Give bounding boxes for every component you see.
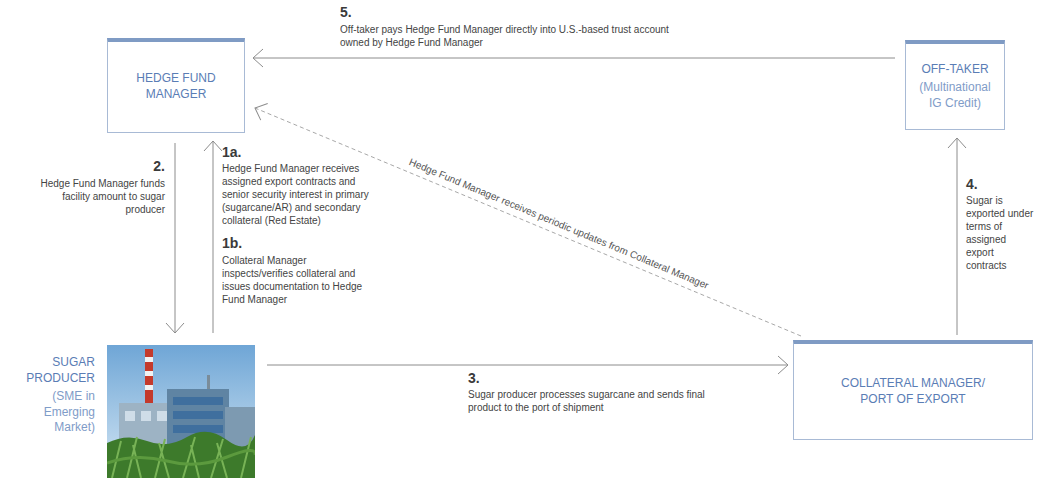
flow-arrow (175, 143, 176, 333)
factory-photo (107, 345, 255, 478)
entity-box: HEDGE FUND MANAGER (107, 38, 245, 133)
step-note: Collateral Manager inspects/verifies col… (222, 254, 372, 306)
step-number: 3. (468, 370, 480, 387)
node-subtitle: (SME in Emerging Market) (5, 389, 95, 436)
step-number: 1a. (222, 144, 241, 161)
node-title: COLLATERAL MANAGER/ PORT OF EXPORT (826, 376, 1001, 407)
node-title: SUGAR PRODUCER (5, 355, 95, 386)
node-title: HEDGE FUND MANAGER (114, 71, 238, 102)
dashed-arrow (255, 108, 801, 336)
flow-arrow (957, 138, 958, 335)
step-number: 2. (120, 158, 165, 175)
step-number: 4. (966, 176, 978, 193)
entity-box: COLLATERAL MANAGER/ PORT OF EXPORT (793, 340, 1033, 440)
step-note: Sugar is exported under terms of assigne… (966, 194, 1034, 272)
flow-arrow (253, 58, 895, 59)
node-subtitle: (Multinational IG Credit) (912, 80, 998, 111)
step-note: Sugar producer processes sugarcane and s… (468, 388, 733, 414)
entity-box: OFF-TAKER (Multinational IG Credit) (905, 40, 1005, 130)
step-note: Off-taker pays Hedge Fund Manager direct… (340, 23, 675, 49)
edge-label: Hedge Fund Manager receives periodic upd… (405, 156, 712, 293)
flow-arrow (213, 141, 214, 333)
step-note: Hedge Fund Manager funds facility amount… (40, 177, 165, 216)
step-note: Hedge Fund Manager receives assigned exp… (222, 162, 380, 227)
producer-node: SUGAR PRODUCER(SME in Emerging Market) (5, 345, 255, 478)
step-number: 1b. (222, 235, 242, 252)
node-title: OFF-TAKER (921, 62, 988, 78)
step-number: 5. (340, 4, 352, 21)
flow-arrow (267, 365, 788, 366)
